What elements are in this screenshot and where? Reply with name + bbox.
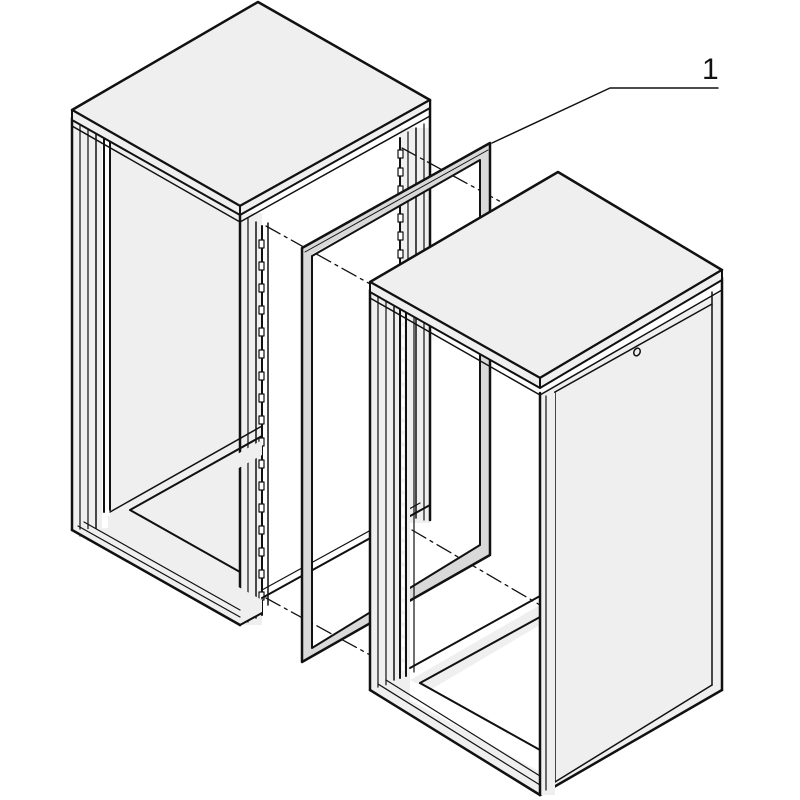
left-cabinet-left-post — [70, 116, 111, 541]
left-cabinet-front-post — [238, 211, 269, 627]
right-cabinet — [368, 170, 724, 797]
right-cabinet-top-cover — [368, 170, 724, 396]
left-cabinet-top-cover — [70, 0, 432, 223]
baying-seal-frame — [300, 141, 492, 664]
right-cabinet-side-panel — [540, 292, 722, 795]
left-cabinet-front-rail-slots — [258, 239, 265, 601]
right-cabinet-left-posts — [368, 288, 415, 697]
callout-label-1: 1 — [702, 53, 719, 86]
left-cabinet — [70, 0, 432, 627]
right-cabinet-base-frame — [368, 595, 542, 797]
right-cabinet-front-post — [538, 391, 555, 797]
callout-1-leader — [491, 87, 719, 144]
side-panel-screw-hole-icon — [633, 347, 641, 357]
